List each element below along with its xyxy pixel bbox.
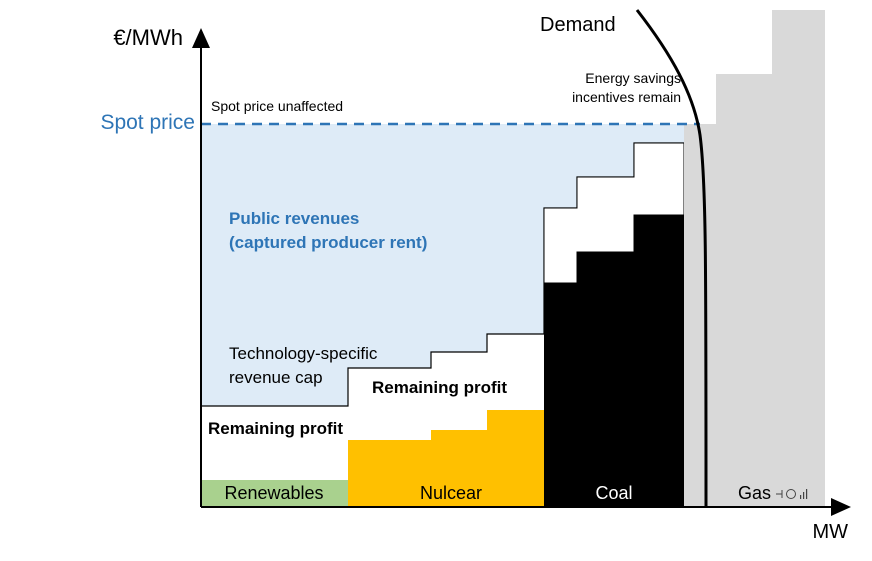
spot-price-note: Spot price unaffected [211,98,343,114]
public-revenues-label-line1: Public revenues [229,209,359,228]
nuclear-remaining-profit-area [348,334,544,440]
remaining-profit-nuclear-label: Remaining profit [372,378,507,397]
revenue-cap-label-line1: Technology-specific [229,344,378,363]
renewables-block [201,480,348,507]
renewables-label: Renewables [224,483,323,503]
coal-block [544,215,684,507]
renewables-remaining-profit-area [201,406,348,480]
spot-price-label: Spot price [100,111,195,134]
y-axis-arrow [192,28,210,48]
y-axis-label: €/MWh [113,25,183,50]
remaining-profit-renewables-label: Remaining profit [208,419,343,438]
nuclear-label: Nulcear [420,483,482,503]
coal-label: Coal [595,483,632,503]
x-axis-label: MW [812,521,848,543]
nuclear-block [348,410,544,507]
gas-label: Gas [738,483,771,503]
demand-curve [635,9,708,508]
revenue-cap-label-line2: revenue cap [229,368,323,387]
x-axis-arrow [831,498,851,516]
gas-flame-icon [776,489,808,499]
gas-supply-block [684,10,825,507]
public-revenues-label-line2: (captured producer rent) [229,233,427,252]
energy-savings-note-line1: Energy savings [585,70,681,86]
energy-savings-note-line2: incentives remain [572,89,681,105]
demand-label: Demand [540,14,616,36]
